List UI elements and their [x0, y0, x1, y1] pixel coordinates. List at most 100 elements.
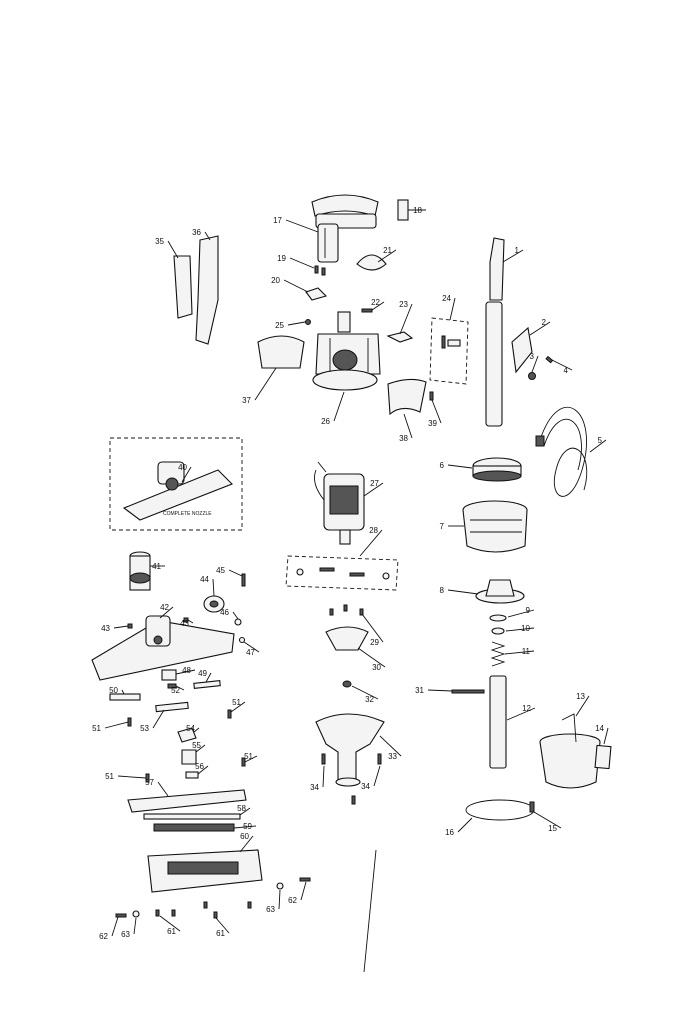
part-number-label: 8 [440, 586, 445, 595]
leader-p48 [175, 669, 196, 675]
leader-p60 [239, 835, 254, 853]
leader-p8 [447, 589, 479, 595]
part-20-bracket [305, 287, 328, 301]
part-number-label: 40 [178, 463, 187, 472]
part-57-bumper [127, 789, 247, 813]
leader-p44 [212, 578, 215, 597]
part-51-screw-a [127, 717, 132, 727]
part-number-label: 61 [167, 927, 176, 936]
part-number-label: 34 [310, 783, 319, 792]
part-number-label: 43 [101, 624, 110, 633]
part-15-screw [529, 801, 535, 813]
leader-p58 [239, 807, 251, 816]
part-number-label: 63 [121, 930, 130, 939]
complete-nozzle-caption: COMPLETE NOZZLE [163, 511, 212, 517]
part-number-label: 12 [522, 704, 531, 713]
part-number-label: 10 [521, 624, 530, 633]
part-8-filter-base [475, 579, 525, 604]
part-25-nut [305, 319, 311, 325]
part-55-cap [181, 749, 197, 765]
leader-p19 [289, 257, 315, 269]
leader-p27 [363, 482, 384, 497]
part-19-screws [314, 265, 326, 276]
part-54-cap [177, 727, 197, 743]
part-11-spring [490, 641, 506, 667]
leader-p6 [447, 464, 473, 469]
part-number-label: 53 [140, 724, 149, 733]
part-39-screw [429, 391, 434, 401]
part-number-label: 18 [413, 206, 422, 215]
leader-p28 [359, 529, 383, 557]
part-53-bracket [155, 701, 189, 713]
part-28-kit [285, 555, 399, 591]
leader-p55 [195, 744, 206, 753]
part-27-motor [313, 461, 365, 545]
part-61-screws-left [155, 901, 208, 917]
part-number-label: 9 [526, 606, 531, 615]
leader-p36 [204, 231, 211, 241]
part-number-label: 56 [195, 762, 204, 771]
part-number-label: 55 [192, 741, 201, 750]
part-number-label: 17 [273, 216, 282, 225]
part-1-handle-tube [485, 237, 505, 427]
leader-p38 [403, 413, 413, 439]
leader-p16 [457, 817, 473, 833]
part-number-label: 62 [288, 896, 297, 905]
leader-p62b [300, 881, 307, 901]
leader-p30 [357, 647, 386, 668]
part-number-label: 31 [415, 686, 424, 695]
leader-p35 [167, 240, 179, 259]
leader-p23 [399, 303, 413, 335]
part-41-agitator [129, 551, 151, 591]
part-49-strip [193, 680, 221, 689]
part-56-clip [185, 771, 199, 779]
part-number-label: 54 [186, 724, 195, 733]
leader-p56 [197, 765, 209, 775]
leader-p40 [181, 466, 192, 483]
part-number-label: 5 [598, 436, 603, 445]
leader-p57 [157, 781, 169, 797]
part-42-nozzle-hood [91, 615, 235, 681]
part-4-screw [545, 355, 554, 364]
part-46-washer [234, 618, 242, 626]
leader-p53 [152, 709, 165, 729]
leader-p22 [371, 301, 385, 311]
leader-p34b [373, 765, 381, 787]
leader-p5 [589, 439, 607, 453]
leader-p20 [283, 279, 309, 293]
leader-p63b [278, 889, 281, 910]
complete-nozzle-inset: COMPLETE NOZZLE [109, 437, 243, 531]
part-number-label: 35 [155, 237, 164, 246]
part-number-label: 49 [198, 669, 207, 678]
part-62-pin-right [299, 877, 311, 882]
part-number-label: 57 [145, 778, 154, 787]
leader-p34a [322, 765, 325, 788]
part-number-label: 38 [399, 434, 408, 443]
part-59-brush-strip [153, 823, 235, 832]
part-number-label: 45 [216, 566, 225, 575]
part-number-label: 11 [522, 647, 531, 656]
leader-p43b [187, 619, 194, 624]
part-number-label: 51 [105, 772, 114, 781]
part-34-screw-right [377, 753, 382, 765]
part-number-label: 27 [370, 479, 379, 488]
leader-p26 [333, 391, 345, 422]
leader-p31 [427, 689, 453, 692]
part-50-strip [109, 693, 141, 701]
part-13-dirt-canister [539, 713, 601, 789]
part-7-filter [462, 500, 528, 553]
leader-p62a [111, 916, 119, 937]
part-number-label: 16 [445, 828, 454, 837]
part-number-label: 51 [244, 752, 253, 761]
part-number-label: 37 [242, 396, 251, 405]
part-24-kit [429, 317, 469, 385]
part-63-washer-right [276, 882, 284, 890]
part-number-label: 4 [564, 366, 569, 375]
part-number-label: 28 [369, 526, 378, 535]
part-number-label: 39 [428, 419, 437, 428]
leader-p39 [431, 399, 442, 424]
part-16-band [465, 799, 535, 821]
part-number-label: 2 [542, 318, 547, 327]
leader-p50 [121, 689, 125, 695]
